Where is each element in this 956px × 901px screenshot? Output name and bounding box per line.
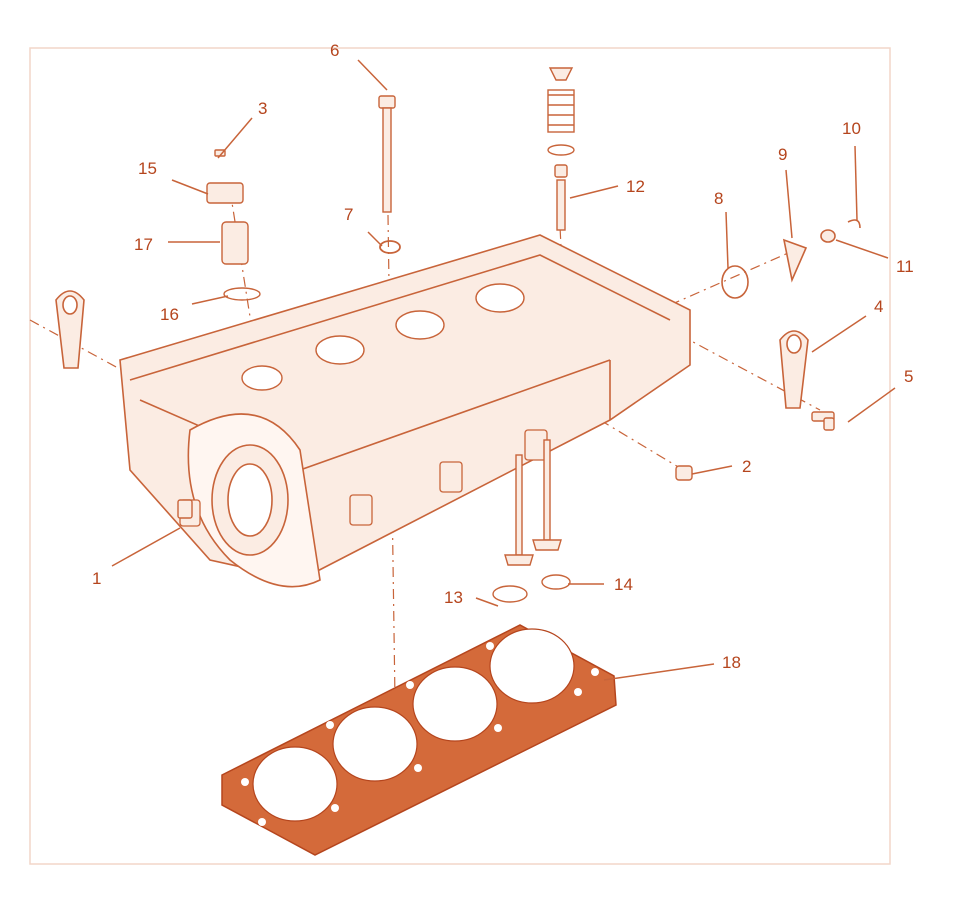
callout-15: 15 [138,159,157,178]
callout-9: 9 [778,145,787,164]
valve-spring-assembly [547,67,575,231]
lifting-eyes [55,290,809,409]
leader-lines [111,59,896,681]
callout-18: 18 [722,653,741,672]
bolt-washer [379,240,401,254]
valves [492,439,571,603]
callout-2: 2 [742,457,751,476]
seal-parts [721,219,861,299]
callout-17: 17 [134,235,153,254]
front-timing-flange [187,413,321,588]
callout-3: 3 [258,99,267,118]
callout-16: 16 [160,305,179,324]
callout-6: 6 [330,41,339,60]
cap [177,499,193,519]
head-gasket [221,624,617,856]
callout-labels: 1 2 3 4 5 6 7 8 9 10 11 12 13 14 15 16 1… [92,41,914,672]
callout-4: 4 [874,297,883,316]
callout-14: 14 [614,575,633,594]
callout-1: 1 [92,569,101,588]
callout-11: 11 [896,257,914,276]
cam-journals [241,283,525,391]
head-bolt [378,95,396,213]
callout-13: 13 [444,588,463,607]
sensor-parts [206,149,261,301]
callout-12: 12 [626,177,645,196]
callout-5: 5 [904,367,913,386]
callout-8: 8 [714,189,723,208]
head-bosses [179,429,548,527]
plug [675,465,693,481]
callout-7: 7 [344,205,353,224]
eye-bolt [811,411,835,431]
callout-10: 10 [842,119,861,138]
diagram-frame [29,47,891,865]
